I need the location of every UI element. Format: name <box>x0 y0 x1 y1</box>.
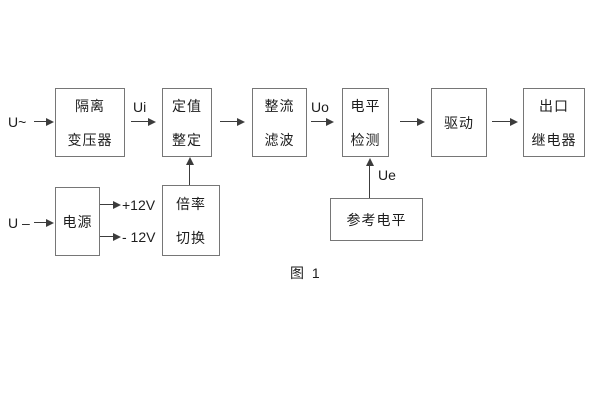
block-label: 切换 <box>176 229 206 246</box>
block-label: 参考电平 <box>346 211 407 228</box>
block-label: 继电器 <box>531 131 577 148</box>
block-label: 变压器 <box>67 131 113 148</box>
arrow-head-up <box>366 158 374 166</box>
arrow-head-right <box>46 219 54 227</box>
arrow-head-right <box>113 201 121 209</box>
block-label: 倍率 <box>176 195 206 212</box>
arrow-head-right <box>237 118 245 126</box>
arrow-line <box>34 222 47 223</box>
block-label: 电平 <box>350 97 381 114</box>
arrow-line <box>34 121 47 122</box>
block-ratio-switching: 倍率 切换 <box>162 185 220 256</box>
block-label: 滤波 <box>264 131 295 148</box>
signal-uo: Uo <box>311 99 329 115</box>
arrow-line <box>220 121 237 122</box>
arrow-line <box>131 121 148 122</box>
block-rectify-filter: 整流 滤波 <box>252 88 307 157</box>
block-label: 电源 <box>62 213 93 230</box>
arrow-line <box>311 121 326 122</box>
arrow-line <box>492 121 510 122</box>
arrow-head-right <box>326 118 334 126</box>
block-label: 定值 <box>172 97 202 114</box>
arrow-line <box>189 164 190 185</box>
arrow-head-right <box>148 118 156 126</box>
arrow-head-right <box>417 118 425 126</box>
block-label: 驱动 <box>444 114 474 131</box>
block-level-detection: 电平 检测 <box>342 88 389 157</box>
signal-ue: Ue <box>378 167 396 183</box>
block-output-relay: 出口 继电器 <box>523 88 585 157</box>
arrow-line <box>100 236 114 237</box>
block-value-setting: 定值 整定 <box>162 88 212 157</box>
block-isolation-transformer: 隔离 变压器 <box>55 88 125 157</box>
block-driver: 驱动 <box>431 88 487 157</box>
signal-ac-input: U~ <box>8 114 27 130</box>
arrow-line <box>369 165 370 198</box>
block-reference-level: 参考电平 <box>330 198 423 241</box>
arrow-head-right <box>113 233 121 241</box>
signal-minus-12v: - 12V <box>122 229 156 245</box>
block-label: 整定 <box>172 131 202 148</box>
signal-ui: Ui <box>133 99 147 115</box>
arrow-line <box>100 204 114 205</box>
arrow-head-right <box>46 118 54 126</box>
block-label: 出口 <box>539 97 569 114</box>
arrow-head-right <box>510 118 518 126</box>
block-label: 隔离 <box>75 97 105 114</box>
block-label: 检测 <box>350 131 381 148</box>
signal-dc-input: U – <box>8 215 30 231</box>
signal-plus-12v: +12V <box>122 197 156 213</box>
figure-caption: 图 1 <box>290 265 322 281</box>
block-power-supply: 电源 <box>55 187 100 256</box>
arrow-line <box>400 121 417 122</box>
arrow-head-up <box>186 157 194 165</box>
block-label: 整流 <box>264 97 295 114</box>
